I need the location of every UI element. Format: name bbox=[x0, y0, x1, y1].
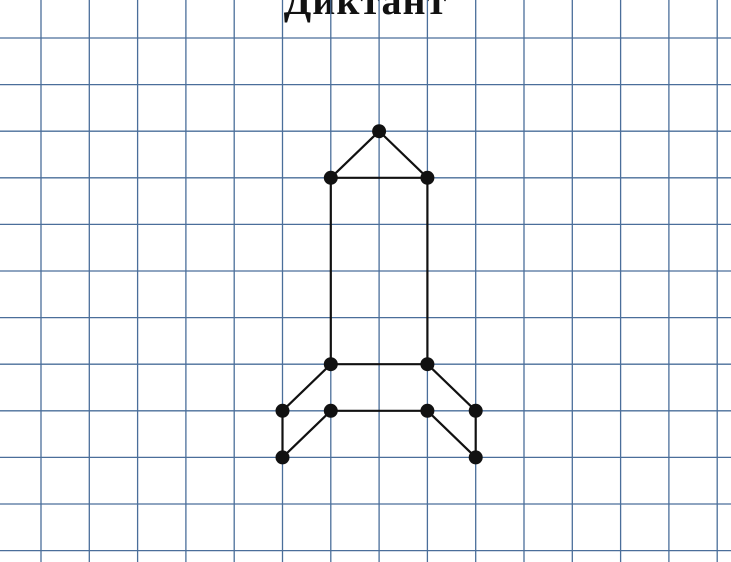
vertex-fin-foot-right bbox=[469, 450, 483, 464]
vertex-body-bottom-right bbox=[420, 357, 434, 371]
vertex-fin-outer-left bbox=[276, 404, 290, 418]
figure-edge-tip-top-left bbox=[331, 131, 379, 178]
vertex-fin-outer-right bbox=[469, 404, 483, 418]
vertex-top-right bbox=[420, 171, 434, 185]
figure-edge-tip-top-right bbox=[379, 131, 427, 178]
vertex-base-inner-left bbox=[324, 404, 338, 418]
vertex-tip bbox=[372, 124, 386, 138]
vertex-base-inner-right bbox=[420, 404, 434, 418]
figure-edge-fin-foot-right-base-inner-right bbox=[427, 411, 475, 458]
figure-edge-body-bottom-left-fin-outer-left bbox=[283, 364, 331, 411]
vertex-top-left bbox=[324, 171, 338, 185]
figure-edge-body-bottom-right-fin-outer-right bbox=[427, 364, 475, 411]
figure-edge-fin-foot-left-base-inner-left bbox=[283, 411, 331, 458]
vertex-fin-foot-left bbox=[276, 450, 290, 464]
vertex-body-bottom-left bbox=[324, 357, 338, 371]
